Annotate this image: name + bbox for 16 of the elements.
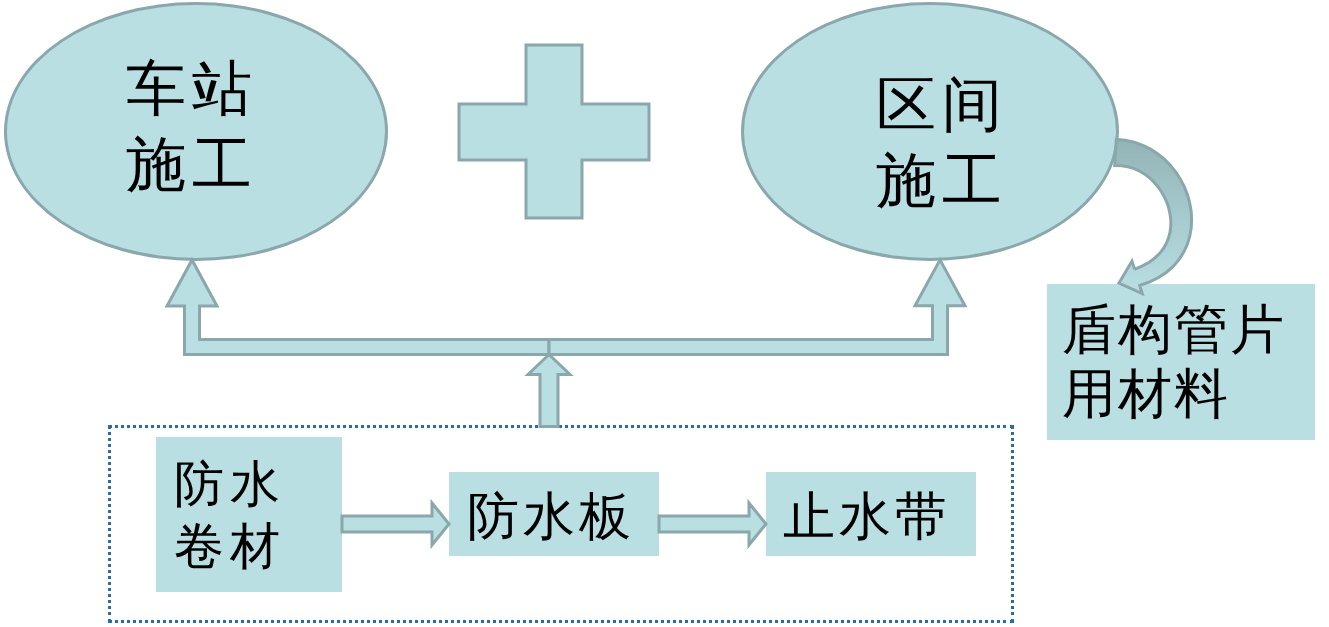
node-label: 车站施工	[126, 52, 259, 201]
process-box	[449, 472, 659, 556]
curved-arrow	[1113, 137, 1194, 297]
node-label: 盾构管片用材料	[1062, 298, 1287, 426]
node-label: 止水带	[783, 485, 952, 548]
process-box	[766, 472, 976, 556]
block-arrow	[547, 256, 968, 356]
block-arrow	[164, 256, 551, 356]
block-arrow	[657, 498, 768, 550]
dotted-frame	[108, 425, 1014, 623]
process-box	[1047, 284, 1315, 440]
node-label: 区间施工	[876, 68, 1009, 217]
node-label: 防水板	[467, 485, 636, 548]
block-arrow	[340, 498, 451, 550]
node-label: 防水卷材	[174, 454, 287, 577]
process-box	[156, 437, 342, 592]
